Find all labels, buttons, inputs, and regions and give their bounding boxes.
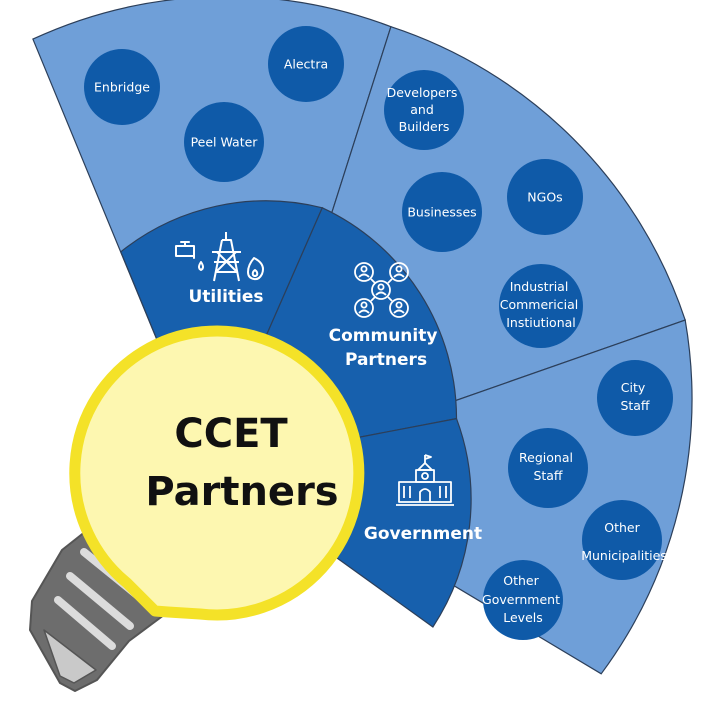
member-label: Peel Water: [191, 135, 259, 150]
member-regional-staff: Regional Staff: [508, 428, 588, 508]
member-label: Alectra: [284, 57, 328, 72]
member-label: Regional Staff: [519, 450, 577, 483]
bulb-base-thread: [54, 596, 116, 650]
member-label: Businesses: [407, 205, 476, 220]
member-peel-water: Peel Water: [184, 102, 264, 182]
utilities-sector-heading: Utilities: [175, 232, 264, 307]
bulb-glass: [69, 325, 365, 621]
member-label: City Staff: [620, 380, 649, 413]
member-label: Enbridge: [94, 80, 150, 95]
member-ngos: NGOs: [507, 159, 583, 235]
bulb-title: CCET Partners: [145, 411, 338, 515]
member-enbridge: Enbridge: [84, 49, 160, 125]
member-label: Other Government Levels: [482, 573, 564, 625]
member-label: Other Municipalities: [581, 520, 667, 563]
network-people-icon: [354, 262, 409, 318]
member-label: NGOs: [527, 190, 562, 205]
city-hall-icon: [396, 454, 454, 506]
community-members: Developers and Builders Businesses NGOs …: [384, 70, 583, 348]
bulb-base-thread: [66, 572, 134, 630]
member-city-staff: City Staff: [597, 360, 673, 436]
member-other-government-levels: Other Government Levels: [482, 560, 564, 640]
utilities-label: Utilities: [188, 287, 263, 307]
member-developers-and-builders: Developers and Builders: [384, 70, 464, 150]
power-tower-icon: [212, 232, 241, 282]
member-label: Developers and Builders: [387, 85, 462, 134]
community-sector-heading: Community Partners: [329, 262, 444, 370]
bulb-base-tip: [43, 629, 97, 684]
government-label: Government: [364, 524, 482, 544]
government-outer-sector: [257, 319, 693, 675]
gas-flame-icon: [247, 257, 264, 281]
member-label: Industrial Commericial Instiutional: [500, 279, 583, 330]
member-alectra: Alectra: [268, 26, 344, 102]
government-sector-heading: Government: [364, 454, 482, 544]
government-members: City Staff Regional Staff Other Municipa…: [482, 360, 673, 640]
member-other-municipalities: Other Municipalities: [581, 500, 667, 580]
water-tap-icon: [175, 241, 204, 271]
member-businesses: Businesses: [402, 172, 482, 252]
community-label: Community Partners: [329, 326, 444, 370]
utilities-members: Enbridge Alectra Peel Water: [84, 26, 344, 182]
light-bulb: CCET Partners: [29, 325, 365, 692]
member-industrial-commercial-institutional: Industrial Commericial Instiutional: [499, 264, 583, 348]
